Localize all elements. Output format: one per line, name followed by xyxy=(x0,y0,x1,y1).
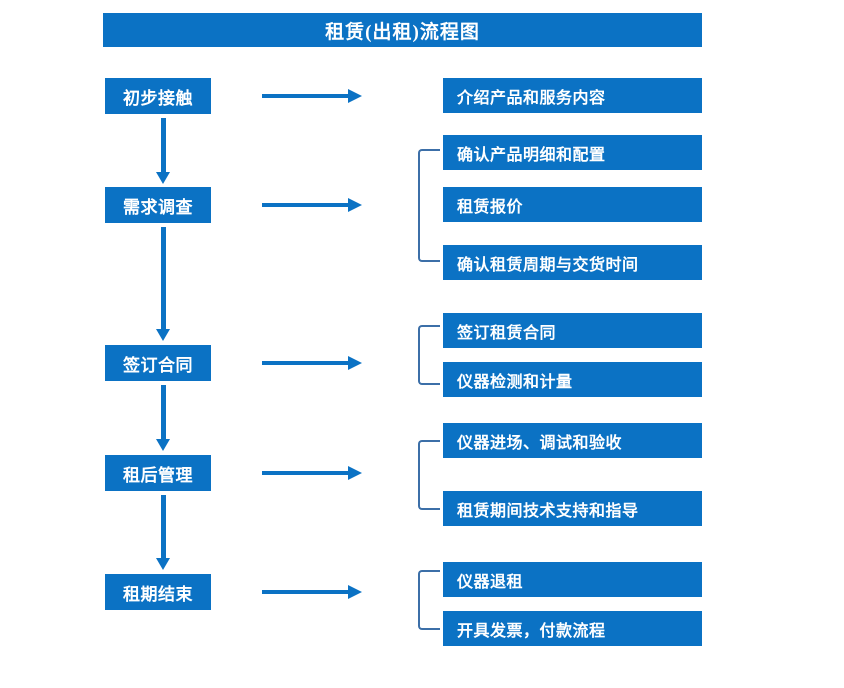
bracket-icon-group-5 xyxy=(418,570,440,630)
detail-box-3[interactable]: 租赁报价 xyxy=(443,187,702,222)
bracket-icon-group-2 xyxy=(418,149,440,262)
stage-box-4[interactable]: 租后管理 xyxy=(105,455,211,491)
detail-box-2[interactable]: 确认产品明细和配置 xyxy=(443,135,702,170)
arrow-right-icon-5 xyxy=(262,585,362,599)
detail-box-7[interactable]: 仪器进场、调试和验收 xyxy=(443,423,702,458)
arrow-down-icon-2 xyxy=(156,227,171,341)
arrow-right-icon-3 xyxy=(262,356,362,370)
arrow-right-icon-1 xyxy=(262,89,362,103)
detail-box-8[interactable]: 租赁期间技术支持和指导 xyxy=(443,491,702,526)
stage-box-3[interactable]: 签订合同 xyxy=(105,345,211,381)
stage-box-1[interactable]: 初步接触 xyxy=(105,78,211,114)
detail-box-4[interactable]: 确认租赁周期与交货时间 xyxy=(443,245,702,280)
arrow-right-icon-2 xyxy=(262,198,362,212)
arrow-right-icon-4 xyxy=(262,466,362,480)
detail-box-9[interactable]: 仪器退租 xyxy=(443,562,702,597)
arrow-down-icon-1 xyxy=(156,118,171,184)
diagram-title: 租赁(出租)流程图 xyxy=(103,13,702,47)
bracket-icon-group-4 xyxy=(418,440,440,510)
detail-box-1[interactable]: 介绍产品和服务内容 xyxy=(443,78,702,113)
arrow-down-icon-3 xyxy=(156,385,171,451)
bracket-icon-group-3 xyxy=(418,325,440,385)
stage-box-5[interactable]: 租期结束 xyxy=(105,574,211,610)
stage-box-2[interactable]: 需求调查 xyxy=(105,187,211,223)
detail-box-5[interactable]: 签订租赁合同 xyxy=(443,313,702,348)
detail-box-10[interactable]: 开具发票，付款流程 xyxy=(443,611,702,646)
detail-box-6[interactable]: 仪器检测和计量 xyxy=(443,362,702,397)
arrow-down-icon-4 xyxy=(156,495,171,570)
